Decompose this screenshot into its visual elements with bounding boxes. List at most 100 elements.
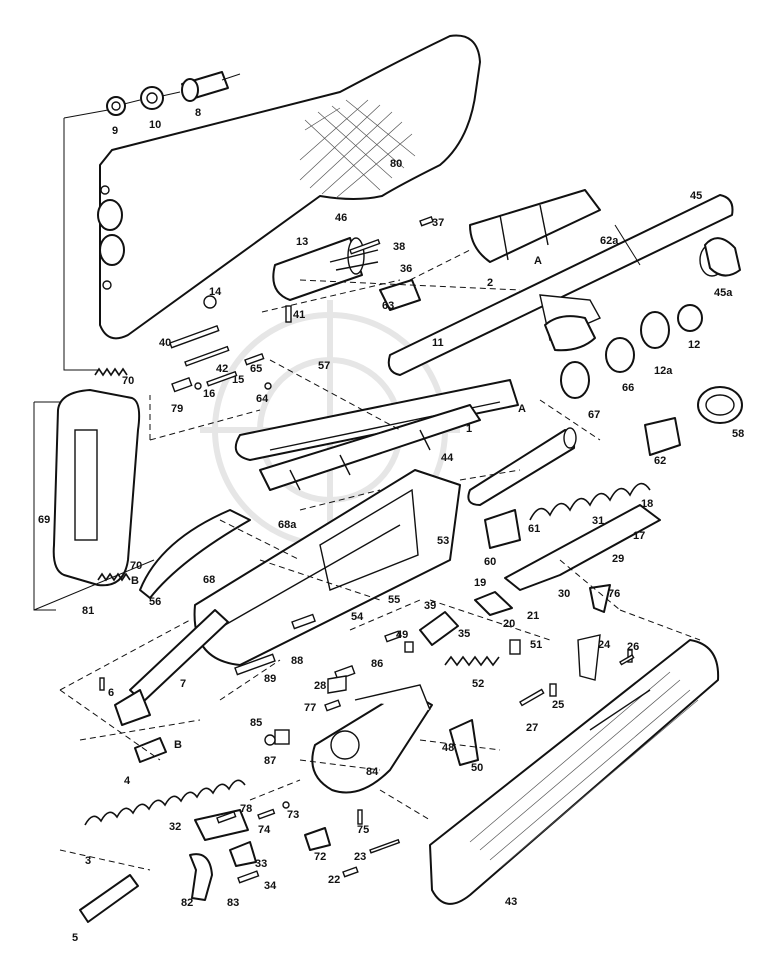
part-label: A	[534, 255, 542, 267]
part-label: 89	[264, 673, 276, 685]
part-label: 20	[503, 618, 515, 630]
part-label: 86	[371, 658, 383, 670]
part-label: 40	[159, 337, 171, 349]
part-label: 27	[526, 722, 538, 734]
trigger-plate	[311, 684, 433, 794]
part-label: 16	[203, 388, 215, 400]
part-label: 52	[472, 678, 484, 690]
part-label: 44	[441, 452, 454, 464]
buttstock	[97, 34, 481, 340]
part-label: 35	[458, 628, 470, 640]
recoil-pad	[33, 367, 155, 611]
part-label: 2	[487, 277, 493, 289]
magazine-parts	[484, 386, 743, 549]
part-label: 32	[169, 821, 181, 833]
part-label: 38	[393, 241, 405, 253]
part-label: 11	[432, 337, 444, 349]
magazine-cap-rings	[560, 237, 741, 399]
part-label: 68	[203, 574, 215, 586]
part-label: 84	[366, 766, 379, 778]
part-label: 82	[181, 897, 193, 909]
part-label: 60	[484, 556, 496, 568]
pins	[99, 215, 635, 884]
part-label: 63	[382, 300, 394, 312]
part-label: 41	[293, 309, 305, 321]
part-label: 81	[82, 605, 94, 617]
part-label: 45a	[714, 287, 733, 299]
part-label: 12	[688, 339, 700, 351]
part-label: B	[131, 575, 139, 587]
part-labels: 9 10 8 80 46 37 13 38 36 2 A 62a 45 45a …	[38, 107, 744, 944]
part-label: 43	[505, 896, 517, 908]
action-bar	[139, 404, 481, 599]
part-label: B	[174, 739, 182, 751]
part-label: 26	[627, 641, 639, 653]
part-label: 4	[124, 775, 131, 787]
part-label: 21	[527, 610, 539, 622]
part-label: 55	[388, 594, 400, 606]
part-label: 18	[641, 498, 653, 510]
part-label: 77	[304, 702, 316, 714]
part-label: 31	[592, 515, 604, 527]
part-label: 9	[112, 125, 118, 137]
part-label: 22	[328, 874, 340, 886]
part-label: 54	[351, 611, 364, 623]
barrel	[387, 194, 734, 376]
part-label: 79	[171, 403, 183, 415]
guide-lines	[59, 249, 701, 871]
part-label: 70	[130, 560, 142, 572]
part-label: 29	[612, 553, 624, 565]
part-label: 34	[264, 880, 277, 892]
carrier-assembly	[474, 504, 661, 681]
magazine-tube	[467, 427, 577, 506]
part-label: 37	[432, 217, 444, 229]
receiver	[193, 469, 461, 666]
part-label: 25	[552, 699, 564, 711]
part-label: 10	[149, 119, 161, 131]
forend	[429, 639, 720, 905]
part-label: 48	[442, 742, 454, 754]
part-label: 68a	[278, 519, 297, 531]
hammer-parts	[419, 611, 500, 766]
part-label: 5	[72, 932, 78, 944]
part-label: 8	[195, 107, 201, 119]
part-label: 80	[390, 158, 402, 170]
stock-bolt-washers	[63, 71, 241, 371]
part-label: 76	[608, 588, 620, 600]
part-label: 7	[180, 678, 186, 690]
part-label: 58	[732, 428, 744, 440]
part-label: 45	[690, 190, 702, 202]
part-label: 53	[437, 535, 449, 547]
part-label: 49	[396, 629, 408, 641]
part-label: 17	[633, 530, 645, 542]
part-label: 1	[466, 423, 472, 435]
part-label: 24	[598, 639, 611, 651]
part-label: 69	[38, 514, 50, 526]
part-label: 61	[528, 523, 540, 535]
part-label: 13	[296, 236, 308, 248]
part-label: 39	[424, 600, 436, 612]
part-label: 42	[216, 363, 228, 375]
magazine-spring-follower	[79, 609, 246, 923]
part-label: 88	[291, 655, 303, 667]
part-label: 66	[622, 382, 634, 394]
part-label: 64	[256, 393, 269, 405]
part-label: 33	[255, 858, 267, 870]
part-label: 72	[314, 851, 326, 863]
part-label: 83	[227, 897, 239, 909]
part-label: 12a	[654, 365, 673, 377]
part-label: 14	[209, 286, 222, 298]
part-label: 57	[318, 360, 330, 372]
part-label: 50	[471, 762, 483, 774]
part-label: 75	[357, 824, 369, 836]
part-label: 36	[400, 263, 412, 275]
part-label: 62a	[600, 235, 619, 247]
part-label: 78	[240, 803, 252, 815]
part-label: 67	[588, 409, 600, 421]
part-label: 87	[264, 755, 276, 767]
part-label: 73	[287, 809, 299, 821]
part-label: 65	[250, 363, 262, 375]
part-label: 56	[149, 596, 161, 608]
part-label: 3	[85, 855, 91, 867]
